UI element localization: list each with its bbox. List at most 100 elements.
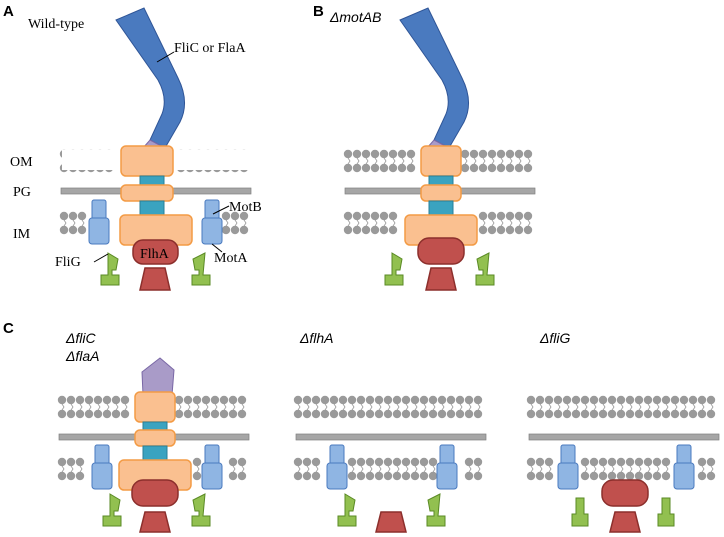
lipid-head	[469, 149, 479, 159]
lipid-head	[302, 395, 312, 405]
lipid-tail	[297, 465, 301, 473]
lipid-tail	[539, 403, 543, 411]
lipid-head	[75, 471, 85, 481]
flig-right	[426, 493, 446, 527]
lipid-head	[174, 409, 184, 419]
lipid-head	[607, 471, 617, 481]
lipid-tail	[656, 403, 660, 411]
lipid-head	[634, 409, 644, 419]
lipid-head	[343, 211, 353, 221]
inner-membrane-bilayer	[293, 457, 483, 481]
lipid-head	[347, 395, 357, 405]
lipid-tail	[710, 465, 714, 473]
lipid-head	[347, 409, 357, 419]
lipid-head	[419, 409, 429, 419]
flig-right	[191, 252, 211, 286]
lipid-head	[419, 395, 429, 405]
outer-membrane-bilayer	[293, 395, 483, 419]
p-ring	[134, 429, 176, 447]
lipid-head	[598, 395, 608, 405]
lipid-head	[419, 457, 429, 467]
lipid-tail	[539, 465, 543, 473]
flig-block-left	[571, 497, 589, 527]
lipid-tail	[683, 403, 687, 411]
lipid-head	[428, 409, 438, 419]
lipid-head	[544, 457, 554, 467]
lipid-head	[228, 471, 238, 481]
lipid-tail	[665, 403, 669, 411]
l-ring	[420, 145, 462, 177]
lipid-head	[661, 471, 671, 481]
lipid-head	[59, 211, 69, 221]
lipid-head	[311, 409, 321, 419]
lipid-head	[523, 149, 533, 159]
lipid-tail	[468, 403, 472, 411]
lipid-tail	[196, 403, 200, 411]
flha-protein	[417, 237, 465, 265]
lipid-tail	[701, 465, 705, 473]
lipid-head	[75, 395, 85, 405]
lipid-head	[526, 409, 536, 419]
outer-membrane-bilayer	[526, 395, 716, 419]
lipid-head	[237, 471, 247, 481]
strain-label-wild-type: Wild-type	[28, 17, 84, 32]
lipid-head	[652, 395, 662, 405]
lipid-head	[338, 409, 348, 419]
lipid-tail	[414, 403, 418, 411]
lipid-head	[679, 409, 689, 419]
lipid-head	[401, 409, 411, 419]
lipid-tail	[61, 403, 65, 411]
motb-label: MotB	[229, 200, 262, 215]
lipid-head	[237, 395, 247, 405]
lipid-tail	[383, 157, 387, 165]
lipid-tail	[491, 157, 495, 165]
lipid-head	[478, 163, 488, 173]
lipid-tail	[548, 465, 552, 473]
lipid-head	[219, 409, 229, 419]
lipid-head	[293, 395, 303, 405]
lipid-head	[302, 457, 312, 467]
lipid-head	[607, 457, 617, 467]
lipid-tail	[647, 465, 651, 473]
lipid-head	[478, 211, 488, 221]
lipid-head	[356, 395, 366, 405]
inner-membrane-bilayer	[343, 211, 533, 235]
lipid-head	[361, 163, 371, 173]
lipid-tail	[530, 403, 534, 411]
lipid-head	[473, 395, 483, 405]
lipid-head	[361, 149, 371, 159]
lipid-head	[239, 211, 249, 221]
lipid-head	[93, 395, 103, 405]
lipid-head	[347, 457, 357, 467]
lipid-tail	[566, 403, 570, 411]
lipid-head	[625, 457, 635, 467]
lipid-head	[383, 395, 393, 405]
strain-label-flha: ΔflhA	[299, 330, 334, 346]
lipid-tail	[378, 403, 382, 411]
lipid-tail	[575, 403, 579, 411]
lipid-head	[361, 211, 371, 221]
lipid-head	[634, 471, 644, 481]
pg-label: PG	[13, 185, 31, 200]
lipid-head	[401, 457, 411, 467]
lipid-tail	[500, 219, 504, 227]
lipid-head	[352, 163, 362, 173]
lipid-head	[210, 395, 220, 405]
lipid-head	[697, 471, 707, 481]
lipid-tail	[477, 403, 481, 411]
lipid-head	[616, 457, 626, 467]
lipid-tail	[557, 403, 561, 411]
inner-membrane-bilayer	[526, 457, 716, 481]
flha-protein	[601, 479, 649, 507]
lipid-head	[670, 395, 680, 405]
lipid-tail	[351, 465, 355, 473]
lipid-head	[75, 457, 85, 467]
lipid-tail	[450, 403, 454, 411]
flig-block-right	[657, 497, 675, 527]
lipid-head	[228, 395, 238, 405]
lipid-tail	[79, 465, 83, 473]
mota-right	[201, 217, 223, 245]
lipid-head	[343, 149, 353, 159]
lipid-tail	[315, 403, 319, 411]
lipid-tail	[79, 403, 83, 411]
